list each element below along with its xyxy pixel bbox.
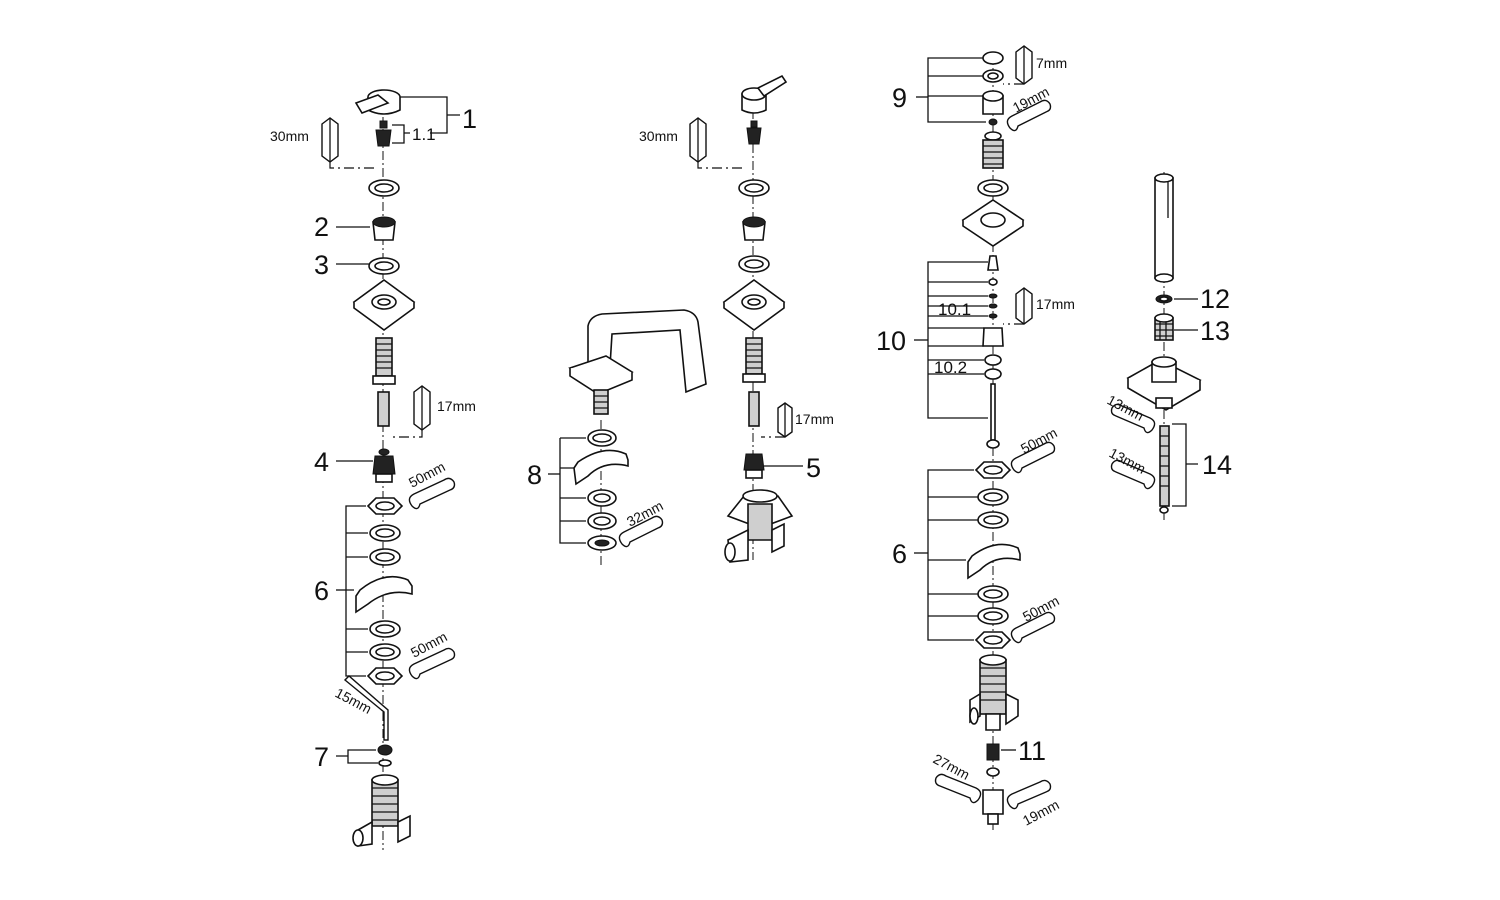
part-number-labels: 1 1.1 2 3 4 5 6 6 7 8 9 10 10.1 10.2 11 … — [314, 83, 1232, 772]
tool-size-label: 17mm — [437, 398, 476, 414]
part-label: 4 — [314, 447, 329, 477]
part-label: 5 — [806, 453, 821, 483]
tool-size-label: 30mm — [639, 128, 678, 144]
part-label: 2 — [314, 212, 329, 242]
part-label: 12 — [1200, 284, 1230, 314]
valve-body — [724, 489, 794, 563]
part-label: 10.2 — [934, 358, 967, 377]
hex-socket-tool — [1015, 287, 1033, 325]
diverter-assembly — [914, 45, 1056, 830]
part-label: 6 — [314, 576, 329, 606]
threaded-sleeve — [372, 337, 396, 385]
cartridge-cap — [372, 216, 396, 241]
lever-handle — [741, 74, 788, 114]
tool-size-label: 15mm — [333, 685, 375, 717]
spout — [568, 309, 707, 415]
part-label: 7 — [314, 742, 329, 772]
hex-socket-tool — [1015, 45, 1033, 85]
part-label: 14 — [1202, 450, 1232, 480]
part-label: 10.1 — [938, 300, 971, 319]
part-label: 1.1 — [412, 125, 436, 144]
hand-shower — [1154, 173, 1174, 283]
part-label: 3 — [314, 250, 329, 280]
tool-size-label: 17mm — [795, 411, 834, 427]
tool-size-label: 17mm — [1036, 296, 1075, 312]
hex-socket-tool — [413, 385, 431, 431]
part-label: 11 — [1018, 736, 1046, 766]
left-valve-assembly — [321, 89, 460, 850]
valve-body — [352, 774, 411, 847]
valve-cartridge — [372, 448, 396, 483]
hand-shower-assembly — [1110, 172, 1202, 520]
part-label: 6 — [892, 539, 907, 569]
lever-handle — [354, 89, 401, 115]
square-escutcheon — [352, 279, 416, 331]
part-label: 13 — [1200, 316, 1230, 346]
part-label: 8 — [527, 460, 542, 490]
part-label: 10 — [876, 326, 906, 356]
right-valve-assembly — [689, 74, 803, 563]
hex-socket-tool — [321, 117, 339, 163]
shower-holder — [1126, 356, 1202, 411]
spout-assembly — [548, 309, 707, 565]
part-label: 1 — [462, 104, 477, 134]
diverter-body — [969, 654, 1019, 731]
hex-socket-tool — [777, 402, 793, 438]
handle-screw — [375, 120, 392, 147]
tool-size-label: 7mm — [1036, 55, 1067, 71]
tool-size-label: 30mm — [270, 128, 309, 144]
hex-socket-tool — [689, 117, 707, 163]
part-label: 9 — [892, 83, 907, 113]
